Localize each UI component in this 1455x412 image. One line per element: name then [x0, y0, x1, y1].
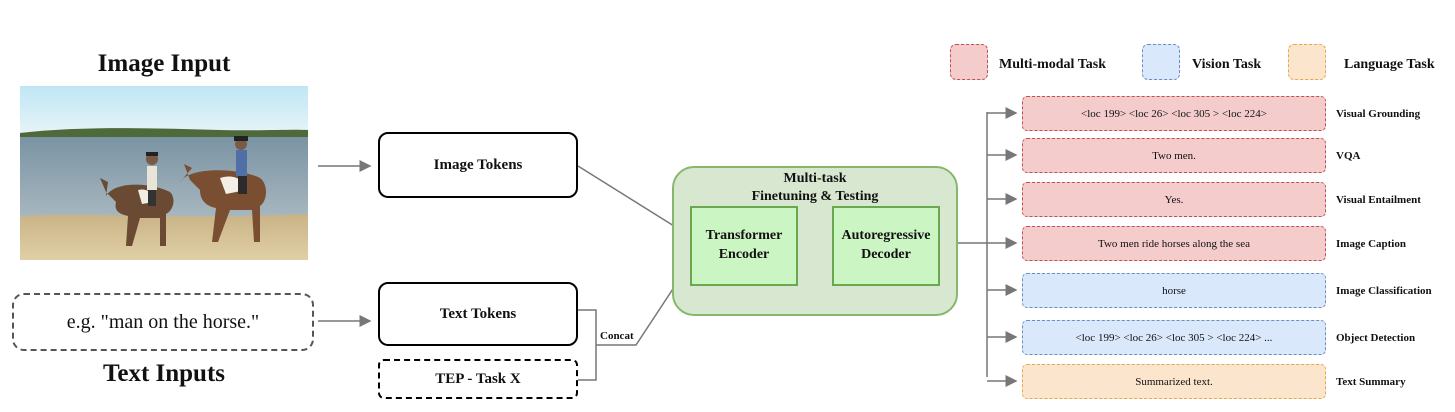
legend-swatch — [1288, 44, 1326, 80]
multitask-title: Multi-task Finetuning & Testing — [672, 170, 958, 206]
task-output-box: Summarized text. — [1022, 364, 1326, 399]
transformer-encoder-box: Transformer Encoder — [690, 206, 798, 286]
image-tokens-box: Image Tokens — [378, 132, 578, 198]
image-input-heading: Image Input — [97, 50, 231, 77]
tep-task-label: TEP - Task X — [435, 370, 521, 387]
task-name-label: VQA — [1336, 150, 1361, 162]
task-name-label: Object Detection — [1336, 332, 1416, 344]
task-name-label: Visual Grounding — [1336, 108, 1421, 120]
multitask-title-line1: Multi-task — [783, 171, 847, 186]
task-name-label: Visual Entailment — [1336, 194, 1421, 206]
tep-task-box: TEP - Task X — [378, 359, 578, 399]
task-name-label: Text Summary — [1336, 376, 1406, 388]
task-output-box: Two men. — [1022, 138, 1326, 173]
text-tokens-label: Text Tokens — [439, 305, 517, 322]
task-output-box: <loc 199> <loc 26> <loc 305 > <loc 224> … — [1022, 320, 1326, 355]
task-output-box: Yes. — [1022, 182, 1326, 217]
legend-label: Language Task — [1344, 57, 1435, 72]
legend-label: Vision Task — [1192, 57, 1262, 72]
task-output-text: <loc 199> <loc 26> <loc 305 > <loc 224> — [1081, 107, 1267, 120]
task-output-box: Two men ride horses along the sea — [1022, 226, 1326, 261]
concat-bracket — [578, 309, 597, 381]
arrow-image-tokens-to-encoder — [577, 165, 692, 237]
transformer-encoder-label: Transformer Encoder — [705, 228, 783, 262]
autoregressive-decoder-label: Autoregressive Decoder — [841, 228, 931, 262]
task-output-box: horse — [1022, 273, 1326, 308]
multitask-title-line2: Finetuning & Testing — [751, 189, 879, 205]
task-output-text: horse — [1162, 284, 1186, 297]
task-output-text: <loc 199> <loc 26> <loc 305 > <loc 224> … — [1075, 331, 1273, 344]
task-output-box: <loc 199> <loc 26> <loc 305 > <loc 224> — [1022, 96, 1326, 131]
task-output-text: Summarized text. — [1135, 375, 1213, 388]
task-name-label: Image Caption — [1336, 238, 1406, 250]
text-inputs-heading: Text Inputs — [102, 360, 226, 387]
image-tokens-label: Image Tokens — [433, 156, 523, 173]
text-input-box: e.g. "man on the horse." — [12, 293, 314, 351]
text-tokens-box: Text Tokens — [378, 282, 578, 346]
concat-label: Concat — [600, 330, 634, 342]
legend-swatch — [950, 44, 988, 80]
task-output-text: Yes. — [1164, 193, 1184, 206]
text-input-example: e.g. "man on the horse." — [66, 310, 260, 333]
autoregressive-decoder-box: Autoregressive Decoder — [832, 206, 940, 286]
horse-riders-photo — [20, 86, 308, 260]
legend-label: Multi-modal Task — [999, 57, 1106, 72]
legend-swatch — [1142, 44, 1180, 80]
task-output-text: Two men. — [1152, 149, 1196, 162]
task-name-label: Image Classification — [1336, 285, 1432, 297]
task-output-text: Two men ride horses along the sea — [1098, 237, 1250, 250]
